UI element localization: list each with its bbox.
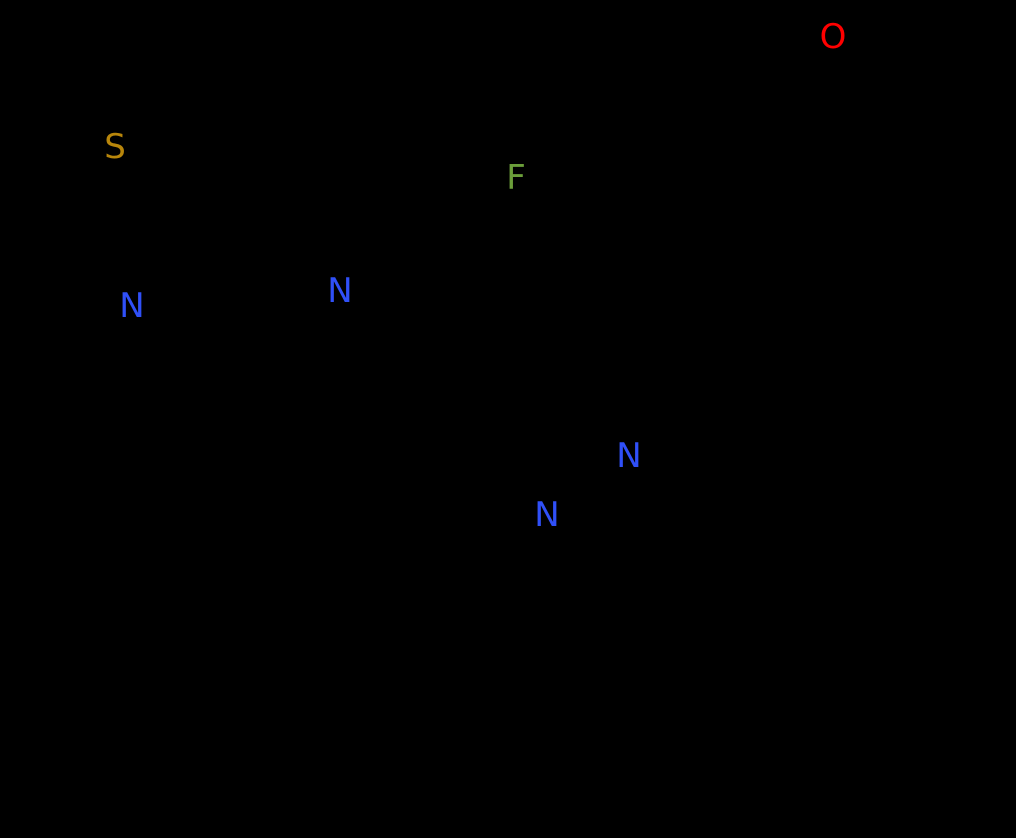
atom-nitrogen-thiazole: N [119,286,145,326]
atom-oxygen: O [819,17,847,57]
atom-nitrogen-pyrazole-1: N [616,436,642,476]
atom-sulfur: S [104,127,126,167]
atom-nitrogen-pyrazole-2: N [534,495,560,535]
atom-fluorine: F [506,158,526,198]
atom-nitrogen-pyridine: N [327,271,353,311]
